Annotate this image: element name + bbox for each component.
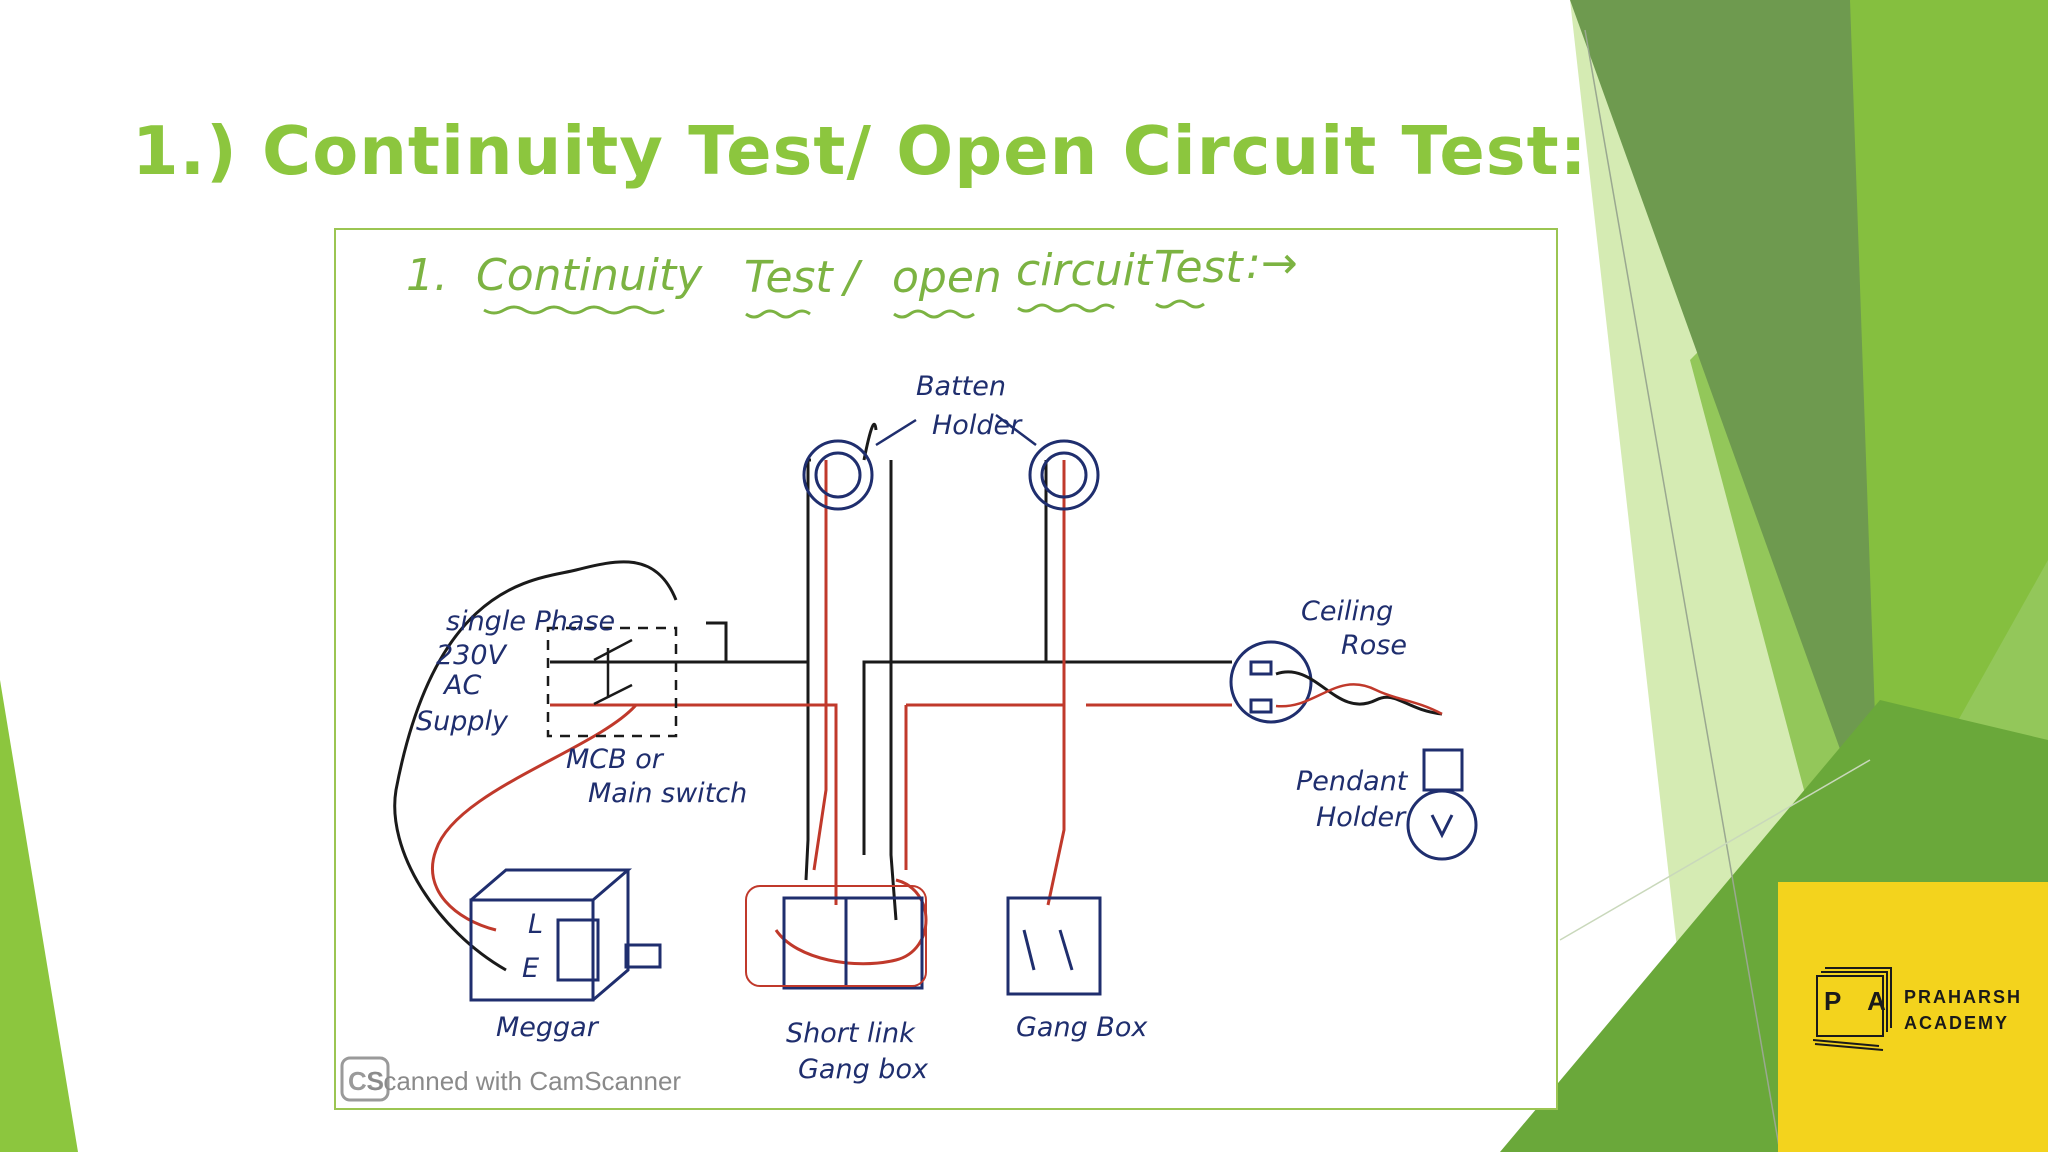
wiring-diagram: 1. Continuity Test / open circuit Test :… (340, 238, 1478, 1102)
logo-name-line-2: ACADEMY (1904, 1013, 2010, 1033)
mcb-label-1: MCB or (566, 744, 665, 775)
camscanner-text: Scanned with CamScanner (366, 1066, 681, 1096)
camscanner-watermark: CS Scanned with CamScanner (340, 1056, 681, 1102)
ceiling-rose-label-2: Rose (1341, 630, 1407, 661)
bulb-icon (1406, 748, 1478, 861)
neutral-wires (393, 422, 1232, 972)
short-link-label-2: Gang box (798, 1054, 929, 1085)
megger-label: Meggar (496, 1012, 600, 1043)
batten-holder-icon (802, 439, 1100, 511)
figure-heading-word-3: / (840, 252, 863, 303)
mcb-label-2: Main switch (588, 778, 747, 809)
bg-left-green-shape (0, 680, 78, 1152)
figure-heading-word-5: circuit (1016, 245, 1154, 296)
pendant-label-1: Pendant (1296, 766, 1409, 797)
supply-label-4: Supply (416, 706, 509, 737)
ceiling-rose-icon (1229, 640, 1313, 724)
wiring-diagram-figure: 1. Continuity Test / open circuit Test :… (334, 228, 1558, 1110)
bg-right-top-shape (1850, 0, 2048, 860)
academy-logo: P A PRAHARSH ACADEMY (1778, 882, 2048, 1152)
book-stack-icon (1813, 967, 1892, 1051)
camscanner-logo: CS (348, 1066, 384, 1096)
heading-underlines (483, 299, 1205, 319)
pendant-flex-wire-red (1275, 683, 1443, 716)
page-title: 1.) Continuity Test/ Open Circuit Test: (132, 112, 1588, 190)
ceiling-rose-label-1: Ceiling (1301, 596, 1393, 627)
bg-thin-line (1584, 29, 1781, 1152)
figure-heading-number: 1. (406, 250, 448, 301)
logo-name-line-1: PRAHARSH (1904, 987, 2023, 1007)
phase-wires (430, 460, 1232, 966)
batten-arrows (875, 414, 1037, 447)
pendant-flex-wire (1275, 670, 1443, 716)
logo-letters: P A (1824, 986, 1896, 1016)
figure-heading-word-1: Continuity (476, 250, 703, 301)
figure-heading-word-2: Test (744, 252, 834, 303)
supply-label-2: 230V (436, 640, 509, 671)
batten-holder-label-2: Holder (932, 410, 1023, 441)
short-link-label-1: Short link (786, 1018, 916, 1049)
figure-heading-word-7: :→ (1246, 238, 1298, 289)
supply-label-1: single Phase (446, 606, 615, 637)
figure-heading-word-4: open (892, 252, 1002, 303)
camscanner-logo-box (340, 1056, 390, 1102)
supply-label-3: AC (442, 670, 481, 701)
batten-holder-label-1: Batten (916, 371, 1006, 402)
gang-box-label: Gang Box (1016, 1012, 1148, 1043)
figure-heading-word-6: Test (1154, 242, 1244, 293)
switch-icon (546, 626, 678, 738)
pendant-label-2: Holder (1316, 802, 1407, 833)
short-link-gang-box (745, 885, 927, 990)
megger-icon (469, 868, 662, 1002)
bg-thin-line-2 (1559, 759, 1871, 941)
logo-name: PRAHARSH ACADEMY (1904, 984, 2022, 1036)
megger-terminal-l: L (528, 909, 543, 940)
megger-terminal-e: E (522, 953, 539, 984)
gang-box (1006, 896, 1102, 996)
